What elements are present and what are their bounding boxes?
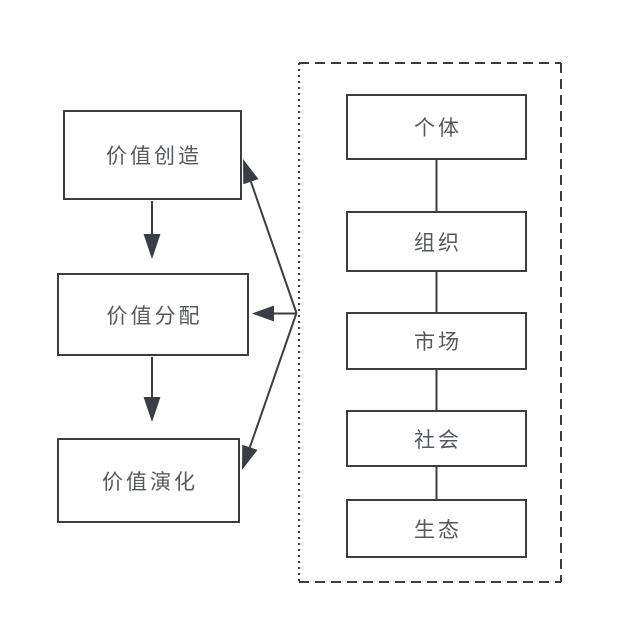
arrow-group-to-value-creation [243, 159, 298, 314]
node-value-distribution: 价值分配 [57, 273, 249, 356]
node-label: 个体 [414, 117, 462, 140]
arrow-group-to-value-distribution [252, 305, 297, 322]
arrow-down-left-icon [242, 444, 258, 470]
node-label: 价值创造 [106, 145, 202, 168]
arrow-shaft [249, 181, 298, 314]
arrow-shaft [248, 312, 298, 448]
node-label: 价值演化 [102, 470, 198, 494]
node-society: 社会 [346, 410, 527, 467]
node-label: 社会 [414, 428, 462, 452]
arrow-creation-to-distribution [143, 201, 161, 259]
arrow-left-icon [252, 305, 274, 322]
node-market: 市场 [346, 312, 527, 370]
arrow-group-to-value-evolution [242, 312, 298, 470]
node-label: 组织 [414, 231, 462, 255]
group-container-border [298, 62, 562, 583]
arrow-distribution-to-evolution [143, 357, 161, 422]
node-individual: 个体 [346, 94, 527, 160]
node-label: 生态 [414, 518, 462, 542]
node-label: 市场 [414, 331, 462, 354]
arrow-down-icon [143, 234, 161, 259]
arrow-down-icon [143, 397, 161, 422]
node-value-creation: 价值创造 [63, 110, 242, 200]
arrow-up-left-icon [243, 159, 259, 185]
node-label: 价值分配 [106, 304, 203, 328]
node-value-evolution: 价值演化 [57, 438, 240, 523]
node-organization: 组织 [346, 211, 527, 272]
node-ecology: 生态 [346, 499, 527, 558]
